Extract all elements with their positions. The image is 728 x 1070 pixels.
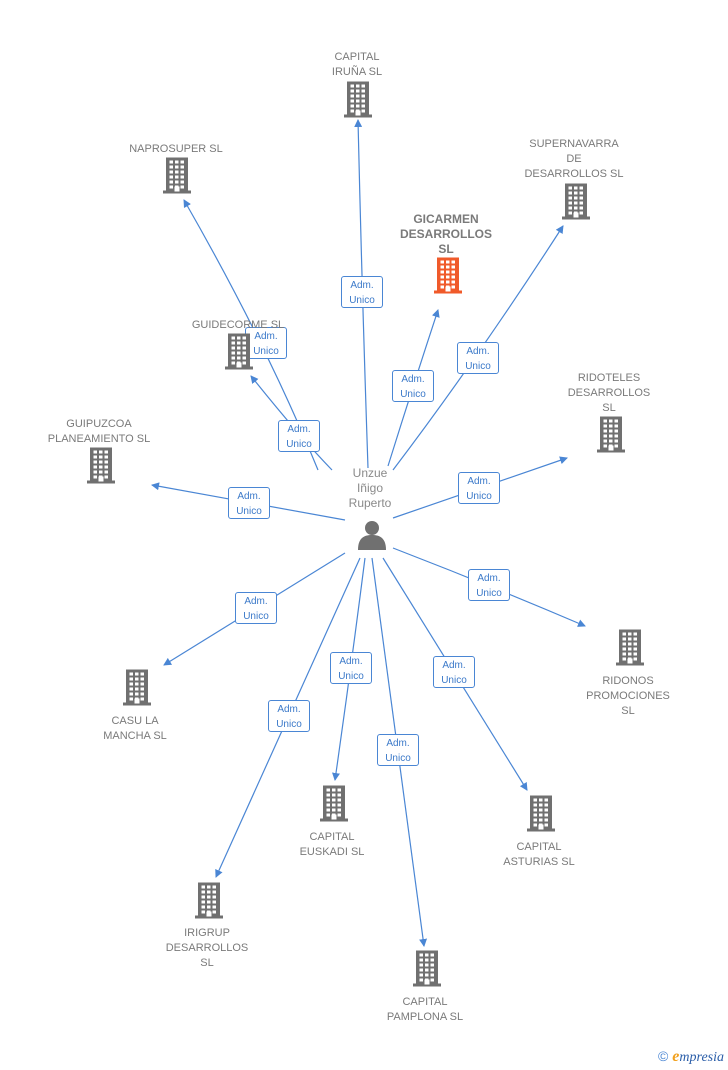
company-name-guidecorme[interactable]: GUIDECORME SL	[191, 319, 285, 331]
edge-label-line1: Adm.	[244, 596, 268, 607]
building-icon[interactable]	[87, 447, 115, 489]
edge-label-line2: Unico	[476, 588, 502, 599]
edge-label-line2: Unico	[253, 346, 279, 357]
edge-label-casu[interactable]: Adm. Unico	[235, 592, 277, 624]
edge-label-line1: Adm.	[254, 331, 278, 342]
brand-logo: ©empresia	[657, 1048, 724, 1065]
edge-label-line1: Adm.	[467, 476, 491, 487]
edge-label-line2: Unico	[466, 491, 492, 502]
building-icon[interactable]	[616, 629, 644, 671]
edge-label-line1: Adm.	[477, 573, 501, 584]
company-name-supernavarra[interactable]: SUPERNAVARRA DE DESARROLLOS SL	[524, 138, 624, 180]
company-name-irigrup[interactable]: IRIGRUP DESARROLLOS SL	[165, 927, 249, 969]
building-icon[interactable]	[163, 157, 191, 199]
edge-label-line2: Unico	[441, 675, 467, 686]
edge-label-capital-euskadi[interactable]: Adm. Unico	[330, 652, 372, 684]
edge-label-irigrup[interactable]: Adm. Unico	[268, 700, 310, 732]
edge-label-line2: Unico	[400, 389, 426, 400]
company-name-casu[interactable]: CASU LA MANCHA SL	[103, 715, 167, 742]
edge-label-line1: Adm.	[466, 346, 490, 357]
edge-label-line1: Adm.	[401, 374, 425, 385]
edge-label-line2: Unico	[385, 753, 411, 764]
edge-label-line2: Unico	[465, 361, 491, 372]
edge-label-line1: Adm.	[339, 656, 363, 667]
edge-label-line2: Unico	[349, 295, 375, 306]
person-icon[interactable]	[358, 520, 386, 550]
company-name-ridonos[interactable]: RIDONOS PROMOCIONES SL	[586, 675, 670, 717]
building-icon[interactable]	[320, 785, 348, 827]
edge-label-line1: Adm.	[350, 280, 374, 291]
company-name-ridoteles[interactable]: RIDOTELES DESARROLLOS SL	[567, 372, 651, 414]
company-name-capital-asturias[interactable]: CAPITAL ASTURIAS SL	[503, 841, 575, 868]
edge-label-line2: Unico	[276, 719, 302, 730]
building-icon[interactable]	[434, 257, 462, 299]
edge-label-naprosuper[interactable]: Adm. Unico	[245, 327, 287, 359]
edge-label-line1: Adm.	[386, 738, 410, 749]
company-name-capital-pamplona[interactable]: CAPITAL PAMPLONA SL	[386, 996, 464, 1023]
building-icon[interactable]	[527, 795, 555, 837]
edge-label-guidecorme[interactable]: Adm. Unico	[278, 420, 320, 452]
building-icon[interactable]	[413, 950, 441, 992]
edge-label-capital-pamplona[interactable]: Adm. Unico	[377, 734, 419, 766]
company-name-guipuzcoa[interactable]: GUIPUZCOA PLANEAMIENTO SL	[47, 418, 151, 445]
edge-label-ridoteles[interactable]: Adm. Unico	[458, 472, 500, 504]
building-icon[interactable]	[562, 183, 590, 225]
building-icon[interactable]	[195, 882, 223, 924]
edge-label-line2: Unico	[338, 671, 364, 682]
edge-label-line1: Adm.	[287, 424, 311, 435]
person-name[interactable]: Unzue Iñigo Ruperto	[348, 466, 392, 510]
edge-label-capital-iruna[interactable]: Adm. Unico	[341, 276, 383, 308]
building-icon[interactable]	[225, 333, 253, 375]
edge-label-supernavarra[interactable]: Adm. Unico	[457, 342, 499, 374]
edge-label-ridonos[interactable]: Adm. Unico	[468, 569, 510, 601]
edge-label-line2: Unico	[236, 506, 262, 517]
building-icon[interactable]	[344, 81, 372, 123]
building-icon[interactable]	[123, 669, 151, 711]
edge-label-line1: Adm.	[442, 660, 466, 671]
edge-label-line2: Unico	[243, 611, 269, 622]
edge-label-capital-asturias[interactable]: Adm. Unico	[433, 656, 475, 688]
company-name-gicarmen[interactable]: GICARMEN DESARROLLOS SL	[399, 212, 493, 256]
building-icon[interactable]	[597, 416, 625, 458]
company-name-naprosuper[interactable]: NAPROSUPER SL	[129, 143, 223, 155]
edge-label-guipuzcoa[interactable]: Adm. Unico	[228, 487, 270, 519]
edge-label-line2: Unico	[286, 439, 312, 450]
company-name-capital-iruna[interactable]: CAPITAL IRUÑA SL	[331, 51, 383, 78]
company-name-capital-euskadi[interactable]: CAPITAL EUSKADI SL	[299, 831, 365, 858]
edge-label-line1: Adm.	[237, 491, 261, 502]
edge-label-line1: Adm.	[277, 704, 301, 715]
edge-label-gicarmen[interactable]: Adm. Unico	[392, 370, 434, 402]
